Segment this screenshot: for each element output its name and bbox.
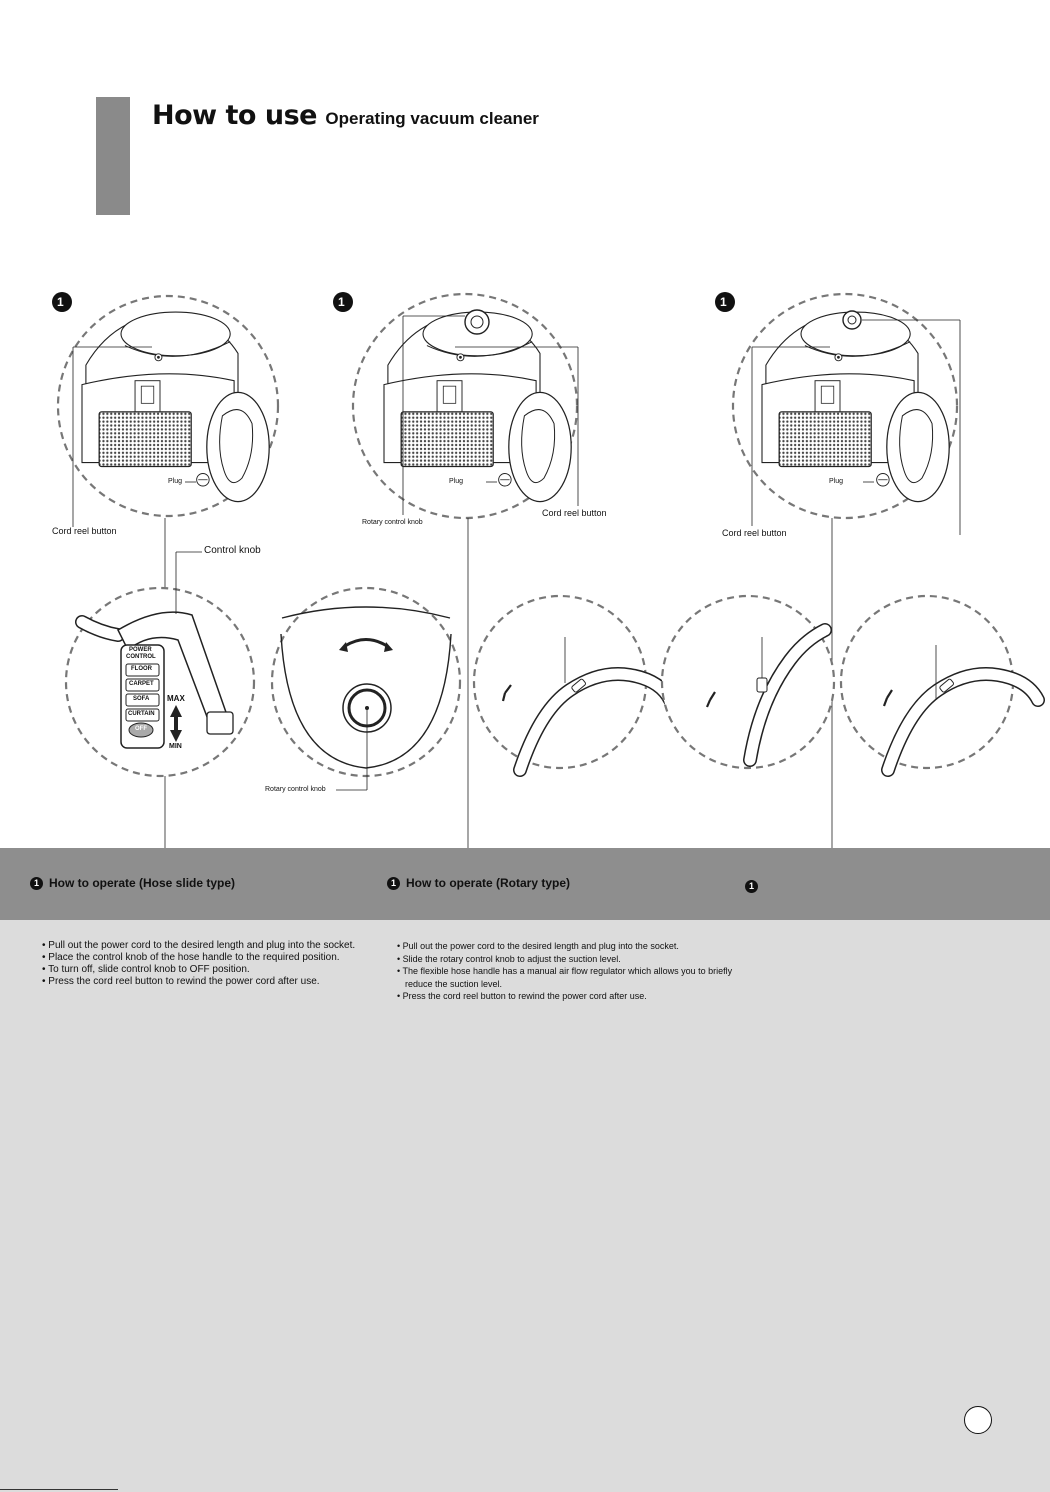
cord-reel-button-label-c: Cord reel button [722, 528, 787, 538]
step-number-a: 1 [57, 295, 64, 309]
cleaner-figure-b [351, 292, 579, 520]
section-heading-band [0, 848, 1050, 920]
instruction-item: • The flexible hose handle has a manual … [397, 966, 733, 989]
page-number-circle [964, 1406, 992, 1434]
min-label: MIN [169, 743, 182, 750]
section-heading-text: How to operate (Rotary type) [406, 876, 571, 890]
instruction-item: • Slide the rotary control knob to adjus… [397, 953, 621, 964]
section-heading-rotary: 1 How to operate (Rotary type) [387, 876, 570, 890]
section-heading-hose-slide: 1 How to operate (Hose slide type) [30, 876, 235, 890]
section-number-badge: 1 [387, 876, 400, 890]
plug-label-a: Plug [168, 478, 183, 485]
hose-handle-figure [64, 551, 256, 848]
step-number-c: 1 [720, 295, 727, 309]
hose-figure-2 [660, 594, 836, 770]
hose-figure-1 [472, 594, 670, 770]
step-number-a-bg [52, 292, 72, 312]
section-heading-third: 1 [745, 880, 764, 893]
section-heading-text: How to operate (Hose slide type) [49, 876, 236, 890]
rotary-control-knob-label-top: Rotary control knob [362, 519, 423, 526]
hose-slide-instructions: • Pull out the power cord to the desired… [42, 940, 382, 988]
power-control-label: POWER [129, 647, 152, 653]
max-label: MAX [167, 694, 185, 703]
floor-setting-label: FLOOR [131, 666, 152, 672]
cleaner-figure-a [56, 294, 280, 527]
instruction-item: • Press the cord reel button to rewind t… [397, 991, 647, 1001]
section-number-badge: 1 [30, 876, 43, 890]
step-number-b-bg [333, 292, 353, 312]
instructions-area [0, 920, 1050, 1492]
rotary-knob-figure [270, 586, 462, 791]
section-marker-bar [96, 97, 130, 215]
section-number-badge: 1 [745, 880, 758, 893]
plug-label-b: Plug [449, 478, 464, 485]
rotary-control-knob-label-bottom: Rotary control knob [265, 786, 326, 793]
instruction-item: • Press the cord reel button to rewind t… [42, 976, 320, 987]
step-number-c-bg [715, 292, 735, 312]
instruction-item: • Pull out the power cord to the desired… [397, 941, 679, 951]
title-subtitle: Operating vacuum cleaner [325, 109, 539, 128]
sofa-setting-label: SOFA [133, 696, 150, 702]
power-control-label-2: CONTROL [126, 654, 156, 660]
bottom-rule [0, 1489, 118, 1490]
instruction-item: • Pull out the power cord to the desired… [42, 940, 356, 951]
instruction-item: • To turn off, slide control knob to OFF… [42, 964, 250, 975]
plug-label-c: Plug [829, 478, 844, 485]
instruction-item: • Place the control knob of the hose han… [42, 952, 340, 963]
cleaner-figure-c [731, 292, 961, 535]
title-main: How to use [152, 100, 317, 131]
off-setting-label: OFF [135, 726, 147, 732]
control-knob-label: Control knob [204, 545, 261, 556]
step-number-b: 1 [338, 295, 345, 309]
rotary-instructions: • Pull out the power cord to the desired… [397, 940, 742, 1003]
cord-reel-button-label-a: Cord reel button [52, 526, 117, 536]
carpet-setting-label: CARPET [129, 681, 154, 687]
page-title: How to use Operating vacuum cleaner [152, 100, 539, 131]
illustration-canvas [52, 292, 1050, 848]
curtain-setting-label: CURTAIN [128, 711, 155, 717]
cord-reel-button-label-b: Cord reel button [542, 508, 607, 518]
hose-figure-3 [839, 594, 1038, 770]
